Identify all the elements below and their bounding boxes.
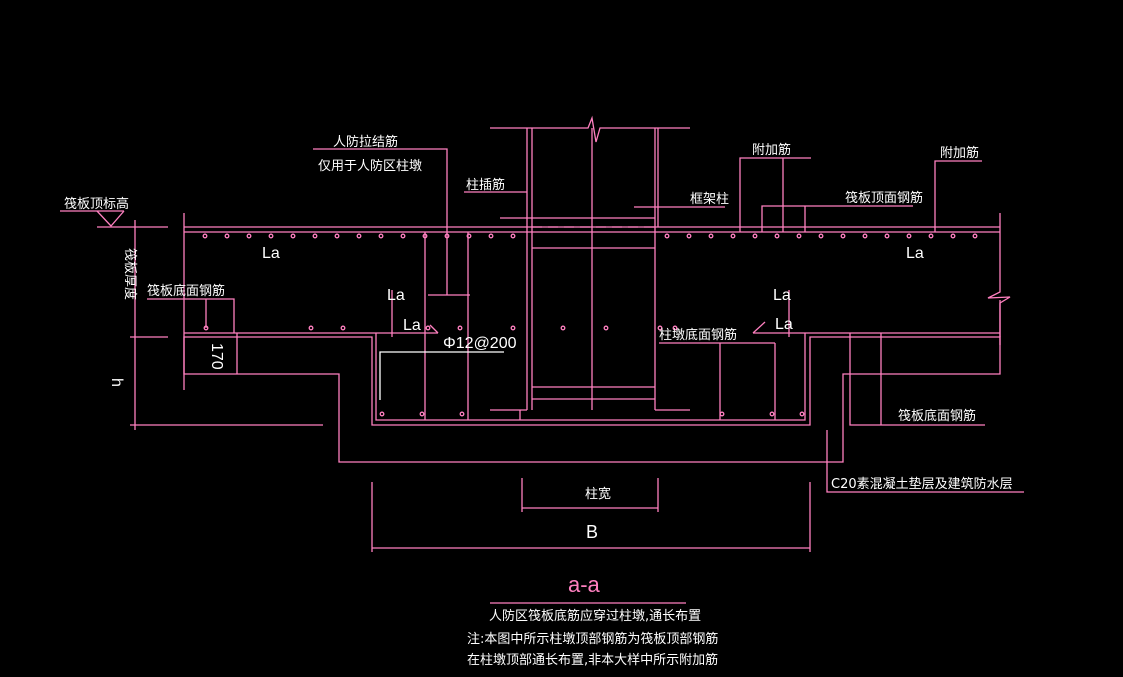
rebar-dot	[657, 325, 663, 331]
concrete-cushion	[183, 336, 1001, 463]
raft-top	[183, 213, 1011, 345]
label-dim-b: B	[586, 522, 598, 542]
rebar-dot	[972, 233, 978, 239]
rebar-dot	[290, 233, 296, 239]
rebar-dot	[457, 325, 463, 331]
note-line: 在柱墩顶部通长布置,非本大样中所示附加筋	[467, 652, 718, 668]
label-raft-thickness: 筏板厚度	[122, 248, 138, 300]
rebar-dot	[268, 233, 274, 239]
label-dim-170: 170	[208, 343, 225, 370]
rebar-dot	[488, 233, 494, 239]
leader-lines	[60, 148, 1024, 493]
rebar-dot	[224, 233, 230, 239]
rebar-dot	[799, 411, 805, 417]
rebar-dot	[312, 233, 318, 239]
rebar-dot	[246, 233, 252, 239]
rebar-dot	[840, 233, 846, 239]
rebar-dot	[719, 411, 725, 417]
rebar-dots	[202, 233, 978, 417]
label-additional-bar-1: 附加筋	[752, 142, 791, 158]
label-raft-bottom-rebar-left: 筏板底面钢筋	[147, 283, 225, 299]
rebar-dot	[400, 233, 406, 239]
dimension-lines	[97, 220, 811, 604]
rebar-dot	[334, 233, 340, 239]
rebar-dot	[664, 233, 670, 239]
rebar-dot	[466, 233, 472, 239]
label-additional-bar-2: 附加筋	[940, 145, 979, 161]
rebar-dot	[419, 411, 425, 417]
rebar-dot	[774, 233, 780, 239]
rebar-dot	[356, 233, 362, 239]
label-raft-top-rebar: 筏板顶面钢筋	[845, 190, 923, 206]
rebar-dot	[884, 233, 890, 239]
rebar-dot	[510, 233, 516, 239]
rebar-dot	[906, 233, 912, 239]
label-la: La	[773, 287, 791, 304]
rebar-dot	[862, 233, 868, 239]
label-la: La	[775, 316, 793, 333]
label-column-width: 柱宽	[585, 486, 611, 502]
label-cushion: C20素混凝土垫层及建筑防水层	[831, 476, 1013, 492]
label-la: La	[906, 245, 924, 262]
label-la: La	[387, 287, 405, 304]
rebar-dot	[510, 325, 516, 331]
rebar-dot	[603, 325, 609, 331]
rebar-dot	[796, 233, 802, 239]
rebar-dot	[708, 233, 714, 239]
pier-rebar-cage	[375, 232, 806, 421]
rebar-dot	[730, 233, 736, 239]
rebar-dot	[686, 233, 692, 239]
rebar-dot	[308, 325, 314, 331]
rebar-dot	[379, 411, 385, 417]
label-raft-top-elevation: 筏板顶标高	[64, 196, 129, 212]
rebar-dot	[378, 233, 384, 239]
label-raft-bottom-rebar-right: 筏板底面钢筋	[898, 408, 976, 424]
label-civil-defense-tie-bar: 人防拉结筋	[333, 134, 398, 150]
rebar-dot	[425, 325, 431, 331]
rebar-dot	[769, 411, 775, 417]
label-column-dowel: 柱插筋	[466, 177, 505, 193]
label-dim-h: h	[108, 378, 125, 387]
rebar-dot	[928, 233, 934, 239]
label-rebar-spec: Φ12@200	[443, 335, 517, 352]
rebar-dot	[672, 325, 678, 331]
rebar-dot	[202, 233, 208, 239]
label-frame-column: 框架柱	[690, 192, 729, 207]
label-civil-defense-only: 仅用于人防区柱墩	[318, 158, 422, 174]
rebar-dot	[340, 325, 346, 331]
label-la: La	[262, 245, 280, 262]
rebar-dot	[752, 233, 758, 239]
note-line: 注:本图中所示柱墩顶部钢筋为筏板顶部钢筋	[467, 631, 718, 647]
rebar-dot	[560, 325, 566, 331]
section-title: a-a	[568, 572, 601, 597]
label-la: La	[403, 317, 421, 334]
frame-column	[490, 115, 690, 411]
rebar-dot	[950, 233, 956, 239]
rebar-dot	[818, 233, 824, 239]
rebar-dot	[459, 411, 465, 417]
note-line: 人防区筏板底筋应穿过柱墩,通长布置	[489, 608, 701, 624]
label-pier-bottom-rebar: 柱墩底面钢筋	[659, 327, 737, 343]
